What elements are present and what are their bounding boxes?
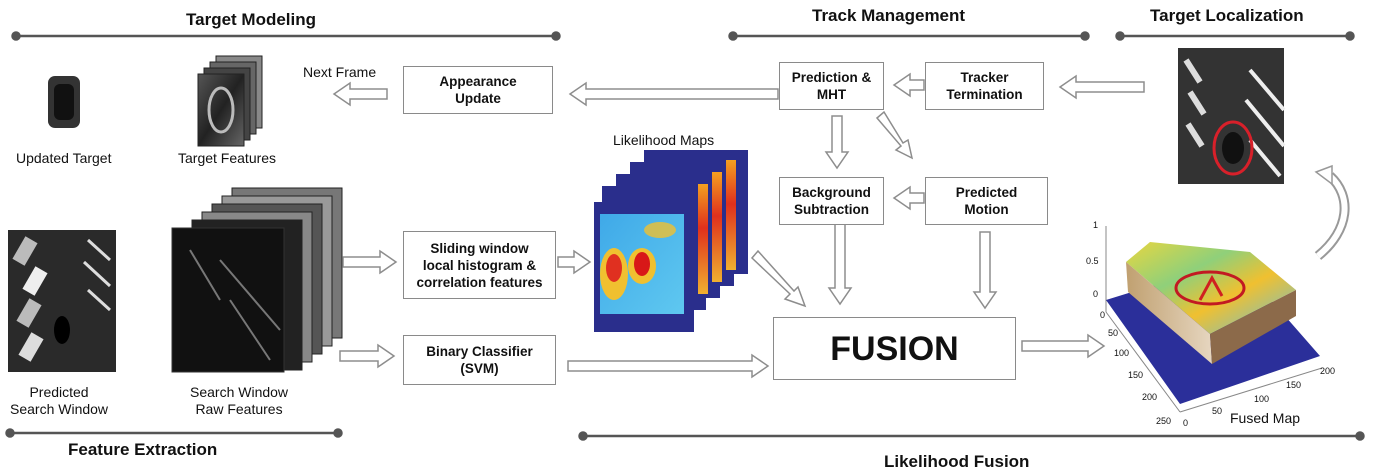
caption-fused-map: Fused Map xyxy=(1230,410,1301,426)
box-binary-classifier: Binary Classifier (SVM) xyxy=(403,335,556,385)
section-title-likelihood-fusion: Likelihood Fusion xyxy=(884,452,1030,471)
box-background-subtraction: Background Subtraction xyxy=(779,177,884,225)
section-line-likelihood-fusion xyxy=(578,431,1365,441)
box-tracker-termination: Tracker Termination xyxy=(925,62,1044,110)
caption-search-window-raw-features: Search Window Raw Features xyxy=(190,384,289,417)
caption-target-features: Target Features xyxy=(178,150,277,166)
arrow-background-to-fusion xyxy=(827,221,853,306)
arrow-motion-to-fusion xyxy=(972,231,998,310)
x-tick-0: 0 xyxy=(1183,418,1189,428)
y-tick-250: 250 xyxy=(1156,416,1172,426)
section-title-target-localization: Target Localization xyxy=(1150,6,1304,25)
arrow-motion-to-background xyxy=(892,185,925,211)
x-tick-200: 200 xyxy=(1320,366,1336,376)
section-line-feature-extraction xyxy=(5,428,343,438)
x-tick-100: 100 xyxy=(1254,394,1270,404)
section-title-feature-extraction: Feature Extraction xyxy=(68,440,218,459)
y-tick-100: 100 xyxy=(1114,348,1130,358)
box-appearance-update-label: Appearance Update xyxy=(439,74,517,106)
caption-next-frame: Next Frame xyxy=(303,64,377,80)
arrow-localization-to-termination xyxy=(1058,74,1145,100)
caption-likelihood-maps: Likelihood Maps xyxy=(613,132,715,148)
box-appearance-update: Appearance Update xyxy=(403,66,553,114)
y-tick-0: 0 xyxy=(1100,310,1106,320)
z-tick-1: 1 xyxy=(1093,220,1099,230)
box-fusion-label: FUSION xyxy=(830,329,959,368)
target-localization-image xyxy=(1178,48,1286,184)
box-prediction-mht-label: Prediction & MHT xyxy=(791,70,872,102)
arrow-termination-to-prediction xyxy=(892,72,925,98)
x-tick-50: 50 xyxy=(1212,406,1223,416)
box-sliding-window: Sliding window local histogram & correla… xyxy=(403,231,556,299)
caption-updated-target: Updated Target xyxy=(16,150,112,166)
arrow-appearance-to-nextframe xyxy=(332,81,388,107)
arrow-prediction-to-background xyxy=(824,115,850,170)
section-line-track-management xyxy=(728,31,1090,41)
arrow-prediction-to-appearance xyxy=(568,81,779,107)
box-fusion: FUSION xyxy=(773,317,1016,380)
arrow-classifier-to-fusion xyxy=(567,353,770,379)
caption-predicted-search-window: Predicted Search Window xyxy=(10,384,109,417)
arrow-prediction-to-motion xyxy=(875,110,914,160)
updated-target-image xyxy=(48,76,80,128)
search-window-raw-features-stack xyxy=(171,187,343,373)
fused-surface-plot xyxy=(1105,226,1323,413)
y-tick-150: 150 xyxy=(1128,370,1144,380)
box-tracker-termination-label: Tracker Termination xyxy=(946,70,1023,102)
section-title-track-management: Track Management xyxy=(812,6,966,25)
arrow-maps-to-fusion xyxy=(750,249,807,308)
section-title-target-modeling: Target Modeling xyxy=(186,10,317,29)
likelihood-maps-stack xyxy=(594,150,748,332)
target-features-stack xyxy=(197,55,263,147)
arrow-raw-to-sliding xyxy=(342,249,398,275)
y-tick-200: 200 xyxy=(1142,392,1158,402)
z-tick-05: 0.5 xyxy=(1086,256,1099,266)
predicted-search-window-image xyxy=(8,230,116,372)
arrows xyxy=(332,72,1145,379)
z-tick-0: 0 xyxy=(1093,289,1099,299)
box-binary-classifier-label: Binary Classifier (SVM) xyxy=(426,344,533,376)
arrow-sliding-to-maps xyxy=(557,249,592,275)
arrow-fusion-to-surface xyxy=(1021,333,1106,359)
curved-arrow-loop xyxy=(1314,164,1350,260)
y-tick-50: 50 xyxy=(1108,328,1119,338)
x-tick-150: 150 xyxy=(1286,380,1302,390)
box-sliding-window-label: Sliding window local histogram & correla… xyxy=(416,240,543,290)
box-predicted-motion-label: Predicted Motion xyxy=(955,185,1018,217)
box-background-subtraction-label: Background Subtraction xyxy=(792,185,871,217)
section-line-target-modeling xyxy=(11,31,561,41)
arrow-search-to-classifier xyxy=(339,343,396,369)
box-prediction-mht: Prediction & MHT xyxy=(779,62,884,110)
box-predicted-motion: Predicted Motion xyxy=(925,177,1048,225)
section-line-target-localization xyxy=(1115,31,1355,41)
